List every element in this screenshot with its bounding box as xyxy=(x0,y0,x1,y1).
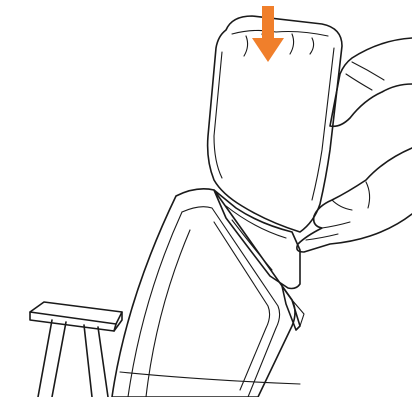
lower-hand xyxy=(297,148,412,252)
chair-seat xyxy=(120,372,300,384)
chair-armrest xyxy=(30,302,122,397)
upper-hand xyxy=(330,38,412,126)
down-arrow-icon xyxy=(252,6,284,62)
cover-sleeve xyxy=(214,190,304,330)
